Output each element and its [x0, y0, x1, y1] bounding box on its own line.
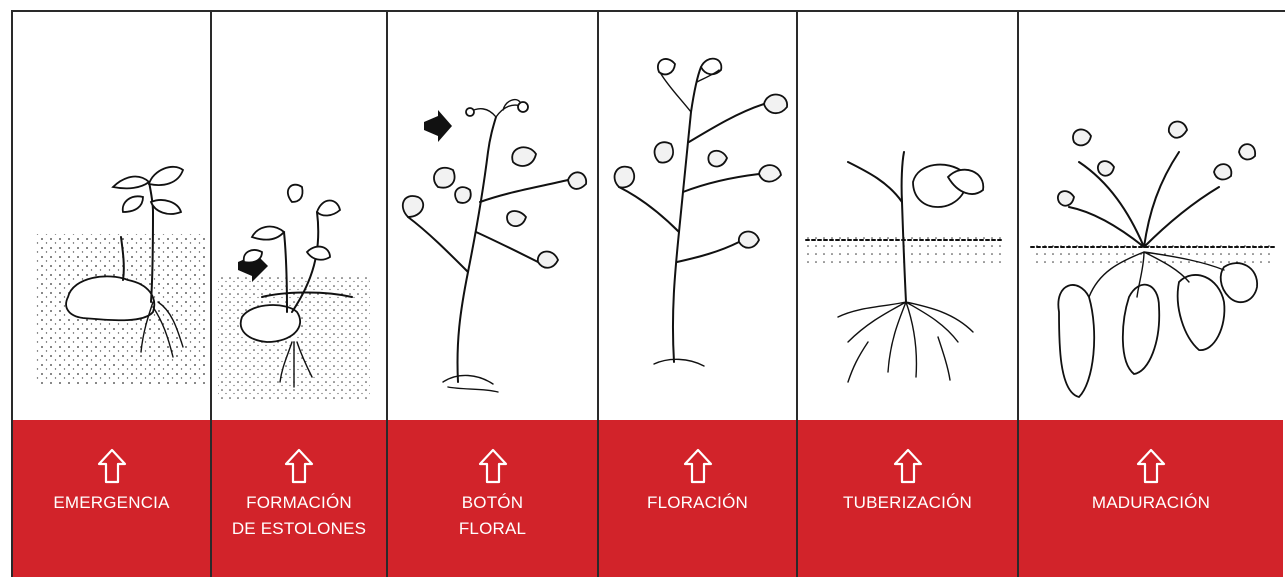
stage-panel-formacion-de-estolones: FORMACIÓN DE ESTOLONES [212, 10, 386, 577]
up-arrow-icon [1136, 448, 1166, 484]
tuber-initiation-illustration [798, 12, 1017, 420]
pointer-arrow [424, 110, 452, 142]
up-arrow-icon [97, 448, 127, 484]
flower-bud-illustration [388, 12, 597, 420]
stage-label-line: TUBERIZACIÓN [798, 490, 1017, 516]
stolon-formation-illustration [212, 12, 386, 420]
up-arrow-icon [478, 448, 508, 484]
stage-label-band: MADURACIÓN [1019, 420, 1283, 577]
stage-label: BOTÓN FLORAL [388, 490, 597, 542]
up-arrow-icon [284, 448, 314, 484]
up-arrow-icon [683, 448, 713, 484]
flowering-plant-illustration [599, 12, 796, 420]
stage-label: EMERGENCIA [13, 490, 210, 516]
stage-label-line: MADURACIÓN [1019, 490, 1283, 516]
stage-panel-tuberizacion: TUBERIZACIÓN [798, 10, 1017, 577]
stage-label-line: FLORACIÓN [599, 490, 796, 516]
stage-panel-emergencia: EMERGENCIA [13, 10, 210, 577]
stage-label-band: FLORACIÓN [599, 420, 796, 577]
up-arrow-icon [893, 448, 923, 484]
stage-label: MADURACIÓN [1019, 490, 1283, 516]
stage-label-band: TUBERIZACIÓN [798, 420, 1017, 577]
stage-label-band: BOTÓN FLORAL [388, 420, 597, 577]
emerging-sprout-illustration [13, 12, 210, 420]
stage-panel-maduracion: MADURACIÓN [1019, 10, 1283, 577]
stage-label-band: EMERGENCIA [13, 420, 210, 577]
stage-label: FLORACIÓN [599, 490, 796, 516]
stage-panel-floracion: FLORACIÓN [599, 10, 796, 577]
stage-label: TUBERIZACIÓN [798, 490, 1017, 516]
stage-label: FORMACIÓN DE ESTOLONES [212, 490, 386, 542]
mature-tubers-illustration [1019, 12, 1283, 420]
stage-label-band: FORMACIÓN DE ESTOLONES [212, 420, 386, 577]
stage-label-line: FLORAL [388, 516, 597, 542]
stage-label-line: DE ESTOLONES [212, 516, 386, 542]
stage-label-line: EMERGENCIA [13, 490, 210, 516]
stage-label-line: FORMACIÓN [212, 490, 386, 516]
stage-panel-boton-floral: BOTÓN FLORAL [388, 10, 597, 577]
stage-label-line: BOTÓN [388, 490, 597, 516]
